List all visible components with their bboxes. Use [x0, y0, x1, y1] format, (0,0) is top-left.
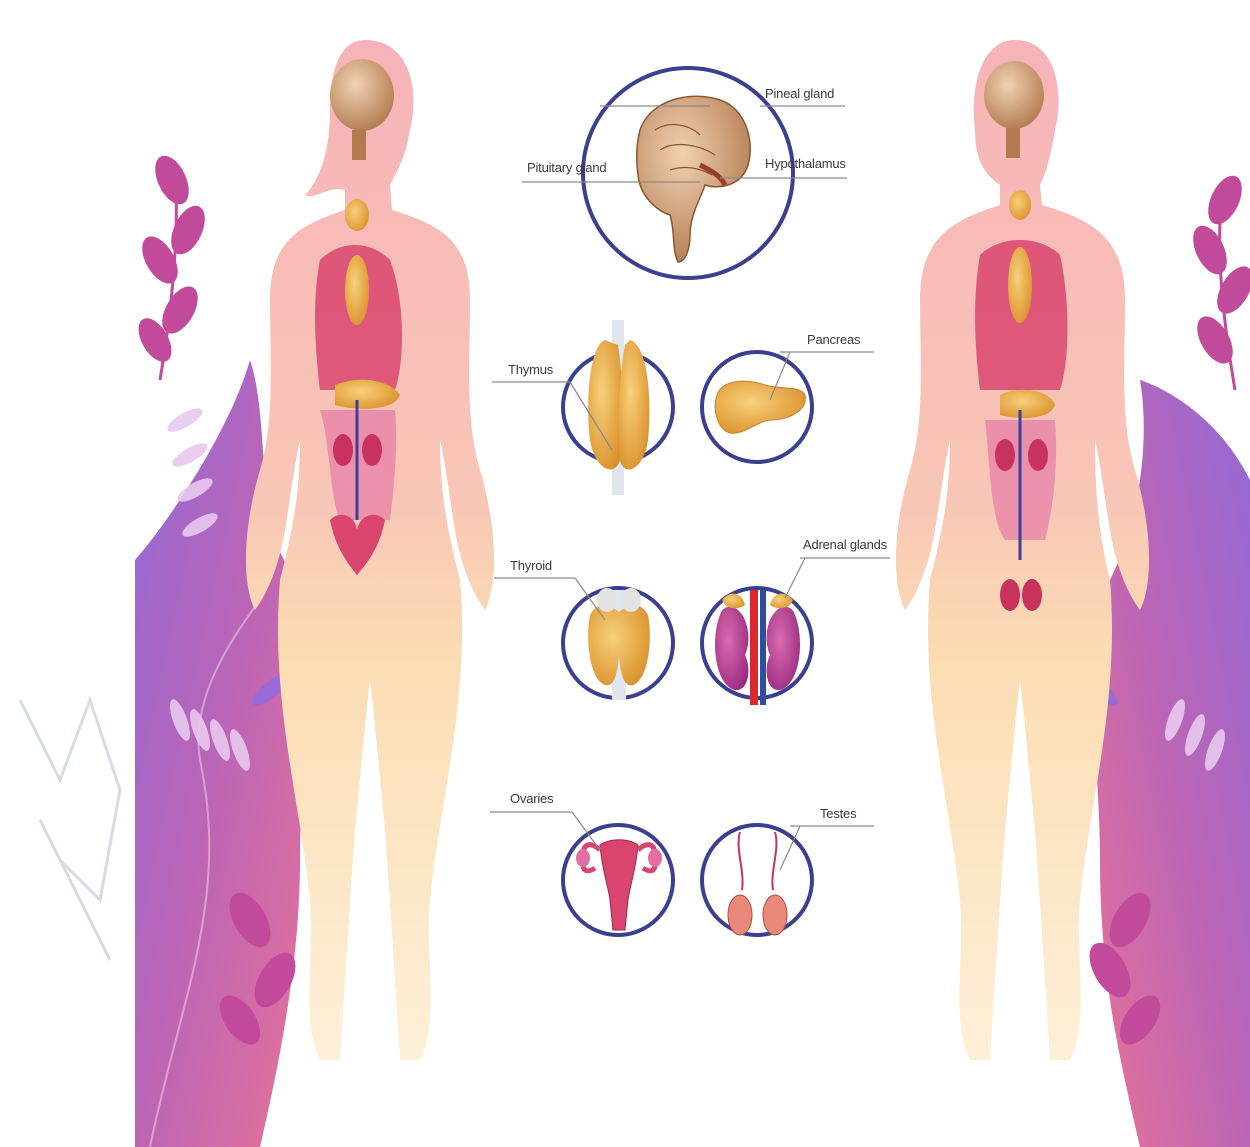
adrenal-glands-label: Adrenal glands — [803, 537, 888, 552]
background-sketch — [20, 700, 120, 960]
brain-glands-panel: Pineal gland Pituitary gland Hypothalamu… — [522, 68, 847, 278]
thyroid-label: Thyroid — [510, 558, 552, 573]
testes-label: Testes — [820, 806, 857, 821]
pineal-gland-label: Pineal gland — [765, 86, 834, 101]
testes-panel: Testes — [702, 806, 874, 935]
ovaries-panel: Ovaries — [490, 791, 673, 935]
thyroid-panel: Thyroid — [494, 558, 673, 700]
pituitary-gland-label: Pituitary gland — [527, 160, 606, 175]
thymus-panel: Thymus — [492, 320, 673, 495]
ovaries-label: Ovaries — [510, 791, 554, 806]
adrenal-glands-panel: Adrenal glands — [702, 537, 890, 705]
pancreas-panel: Pancreas — [702, 332, 874, 462]
pancreas-label: Pancreas — [807, 332, 861, 347]
thymus-label: Thymus — [508, 362, 554, 377]
hypothalamus-label: Hypothalamus — [765, 156, 846, 171]
testes-circle — [702, 825, 812, 935]
